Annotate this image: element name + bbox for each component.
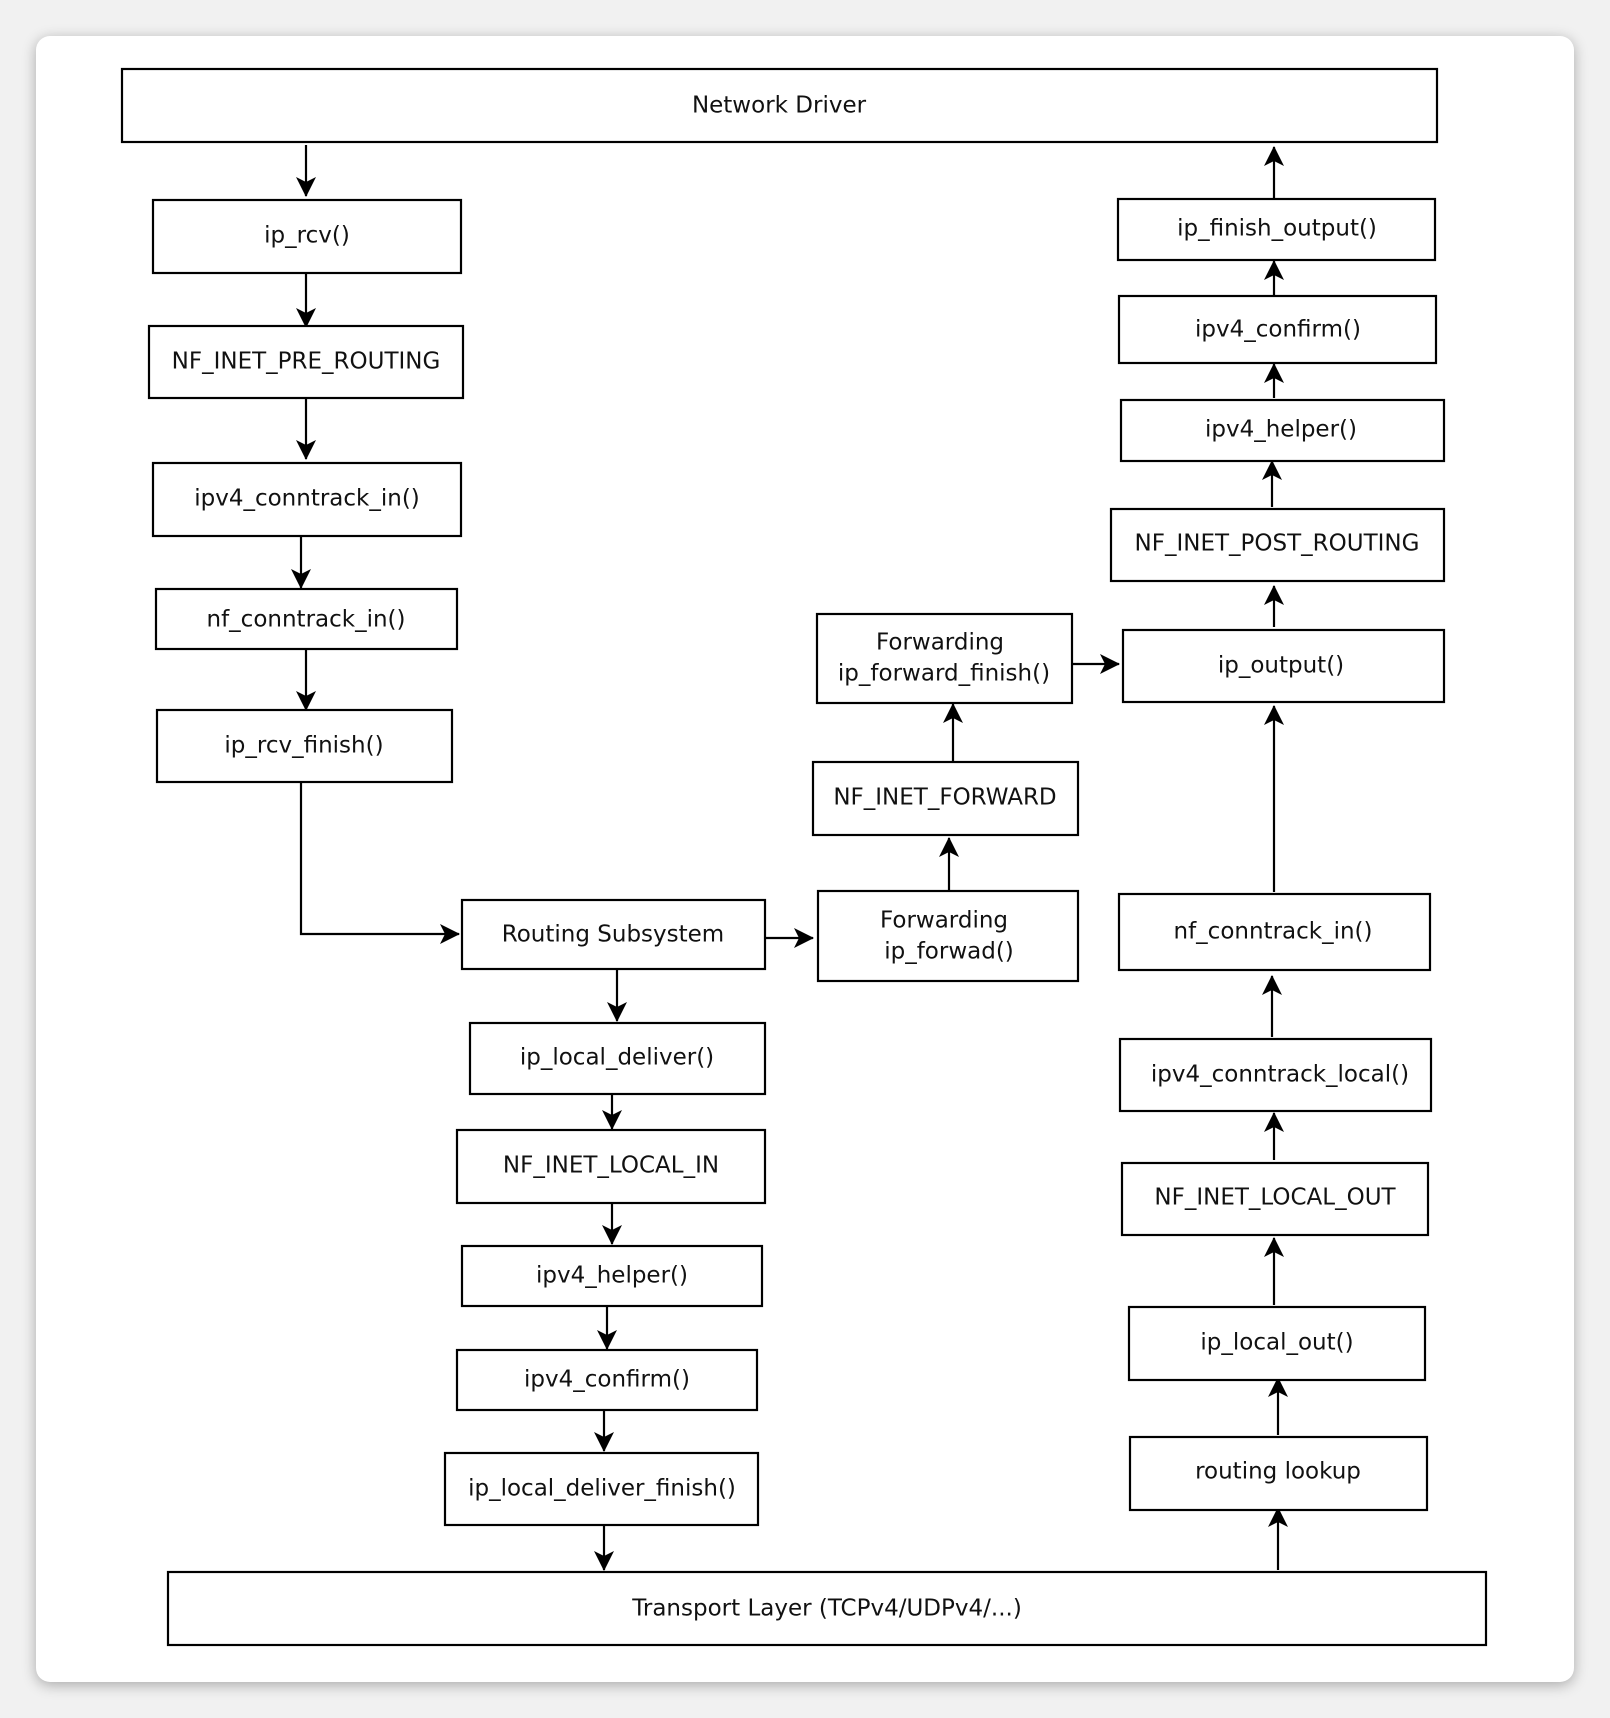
node-label: ip_rcv_finish() bbox=[224, 733, 383, 759]
node-label: routing lookup bbox=[1195, 1459, 1361, 1485]
node-ip-local-out: ip_local_out() bbox=[1127, 1305, 1427, 1382]
node-label: NF_INET_FORWARD bbox=[833, 785, 1056, 811]
node-label: ip_finish_output() bbox=[1177, 216, 1377, 242]
node-label: ip_local_deliver() bbox=[520, 1045, 714, 1071]
node-ipv4-confirm-mid: ipv4_confirm() bbox=[455, 1348, 759, 1412]
node-nf-inet-local-out: NF_INET_LOCAL_OUT bbox=[1120, 1161, 1430, 1237]
node-label: ip_local_out() bbox=[1200, 1330, 1353, 1356]
node-label: ipv4_confirm() bbox=[1195, 317, 1361, 343]
node-label: Routing Subsystem bbox=[502, 922, 724, 948]
node-ip-local-deliver: ip_local_deliver() bbox=[468, 1021, 767, 1096]
node-label-line2: ip_forward_finish() bbox=[838, 661, 1050, 687]
node-ipv4-helper-mid: ipv4_helper() bbox=[460, 1244, 764, 1308]
node-transport-layer: Transport Layer (TCPv4/UDPv4/...) bbox=[166, 1570, 1488, 1647]
node-ipv4-helper-right: ipv4_helper() bbox=[1119, 398, 1446, 463]
node-ip-local-deliver-finish: ip_local_deliver_finish() bbox=[443, 1451, 760, 1527]
node-ip-rcv-finish: ip_rcv_finish() bbox=[155, 708, 454, 784]
node-label: ipv4_helper() bbox=[1205, 417, 1357, 443]
node-label: ip_local_deliver_finish() bbox=[468, 1476, 736, 1502]
node-nf-conntrack-in-right: nf_conntrack_in() bbox=[1117, 892, 1432, 972]
node-ip-output: ip_output() bbox=[1121, 628, 1446, 704]
node-label: ip_output() bbox=[1218, 653, 1344, 679]
node-nf-inet-pre-routing: NF_INET_PRE_ROUTING bbox=[147, 324, 465, 400]
node-label-line1: Forwarding bbox=[876, 630, 1004, 656]
node-label: ipv4_confirm() bbox=[524, 1367, 690, 1393]
node-label: ipv4_helper() bbox=[536, 1263, 688, 1289]
node-label: ip_rcv() bbox=[264, 223, 350, 249]
node-ip-rcv: ip_rcv() bbox=[151, 198, 463, 275]
node-label-line2: ip_forwad() bbox=[884, 939, 1014, 965]
node-nf-inet-post-routing: NF_INET_POST_ROUTING bbox=[1109, 507, 1446, 583]
node-routing-lookup: routing lookup bbox=[1128, 1435, 1429, 1512]
edge-ip-rcv-finish-to-routing-subsystem bbox=[299, 782, 460, 944]
node-routing-subsystem: Routing Subsystem bbox=[460, 898, 767, 971]
node-label-line1: Forwarding bbox=[880, 908, 1008, 934]
node-ipv4-conntrack-in: ipv4_conntrack_in() bbox=[151, 461, 463, 538]
node-label: NF_INET_POST_ROUTING bbox=[1135, 531, 1420, 557]
node-network-driver: Network Driver bbox=[120, 67, 1439, 144]
node-ipv4-conntrack-local: ipv4_conntrack_local() bbox=[1118, 1037, 1433, 1113]
node-nf-inet-forward: NF_INET_FORWARD bbox=[811, 760, 1080, 837]
node-label: Transport Layer (TCPv4/UDPv4/...) bbox=[631, 1596, 1022, 1622]
node-forwarding-ip-forward-finish: Forwarding ip_forward_finish() bbox=[815, 612, 1074, 705]
node-ip-finish-output: ip_finish_output() bbox=[1116, 197, 1437, 262]
node-label: NF_INET_PRE_ROUTING bbox=[172, 349, 441, 375]
node-nf-inet-local-in: NF_INET_LOCAL_IN bbox=[455, 1128, 767, 1205]
node-label: ipv4_conntrack_in() bbox=[194, 486, 420, 512]
node-label: NF_INET_LOCAL_OUT bbox=[1154, 1185, 1396, 1211]
node-nf-conntrack-in-left: nf_conntrack_in() bbox=[154, 587, 459, 651]
edges bbox=[291, 145, 1288, 1571]
node-label: Network Driver bbox=[692, 93, 867, 119]
node-ipv4-confirm-right: ipv4_confirm() bbox=[1117, 294, 1438, 365]
node-label: ipv4_conntrack_local() bbox=[1151, 1062, 1409, 1088]
node-forwarding-ip-forward: Forwarding ip_forwad() bbox=[816, 889, 1080, 983]
node-label: nf_conntrack_in() bbox=[207, 607, 406, 633]
node-label: NF_INET_LOCAL_IN bbox=[503, 1153, 719, 1179]
node-label: nf_conntrack_in() bbox=[1174, 919, 1373, 945]
